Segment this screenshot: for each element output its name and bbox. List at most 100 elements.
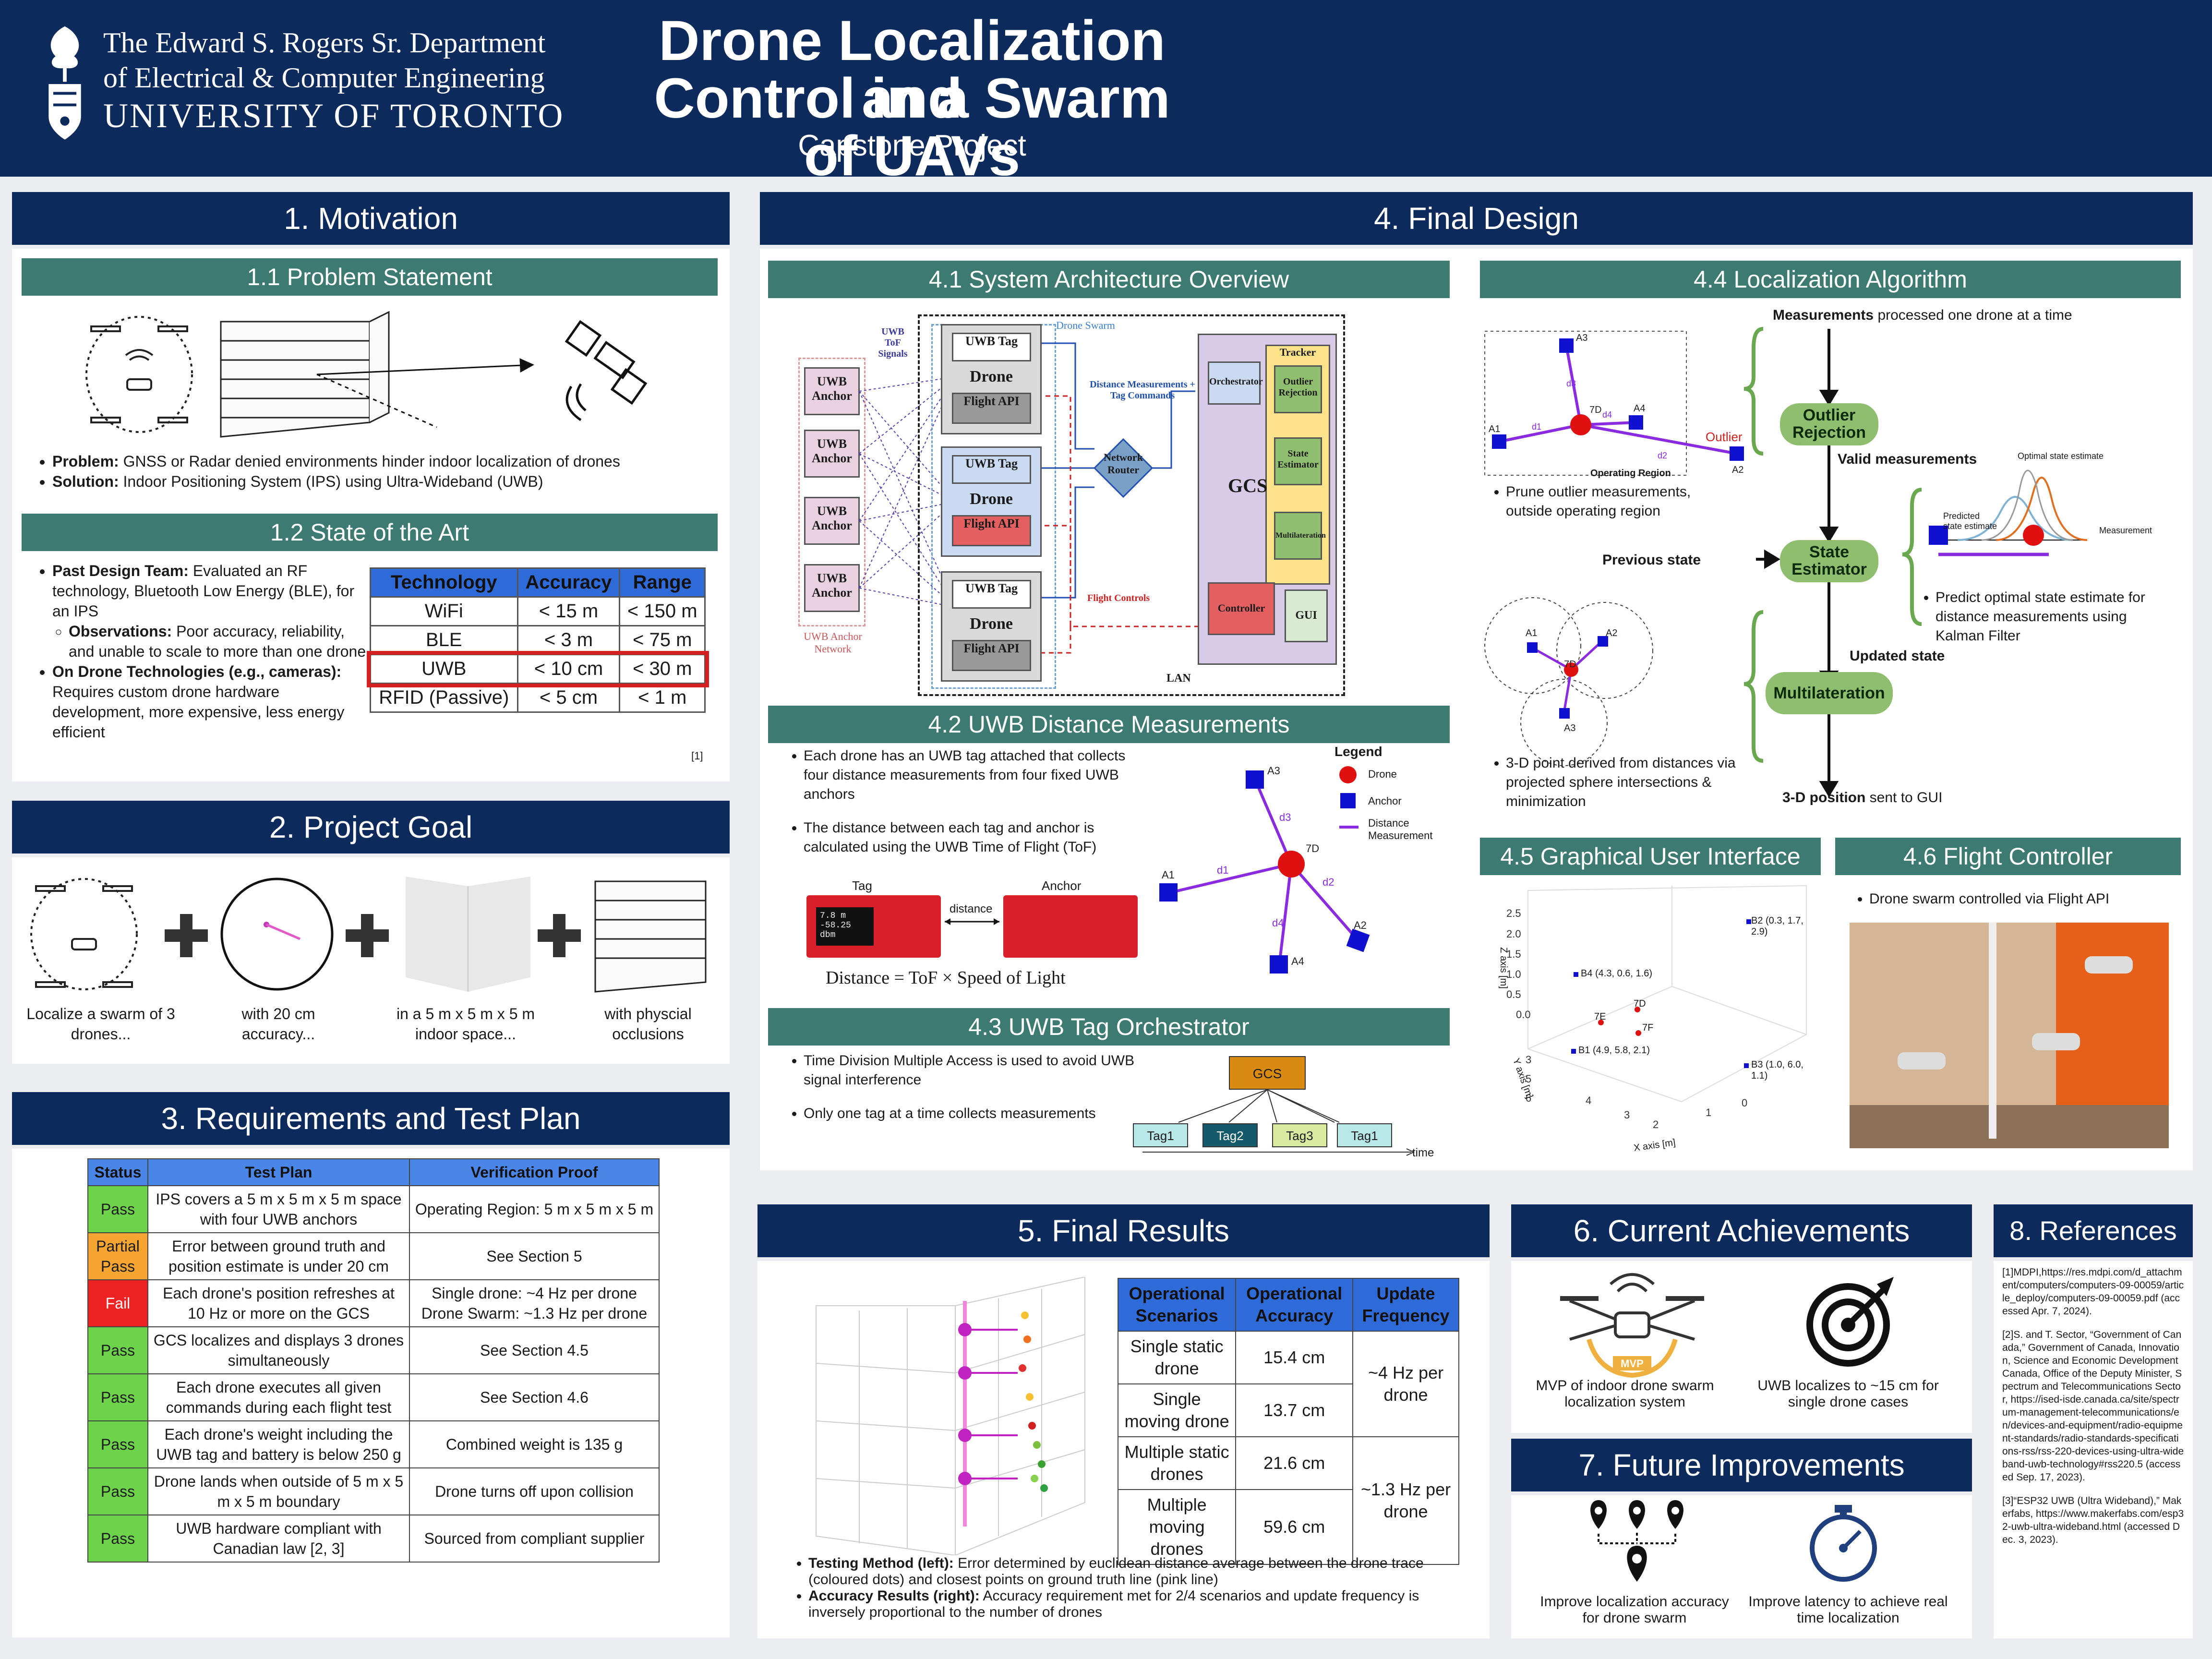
gui-box: GUI xyxy=(1285,589,1328,642)
state-estimator-node: State Estimator xyxy=(1780,540,1878,582)
problem-illustration xyxy=(82,307,658,442)
svg-text:d1: d1 xyxy=(1532,422,1541,432)
future-heading: 7. Future Improvements xyxy=(1511,1439,1972,1491)
mvp-drone-icon: MVP xyxy=(1560,1273,1704,1378)
orchestrator-heading: 4.3 UWB Tag Orchestrator xyxy=(768,1008,1450,1046)
state-of-art-bullets: Past Design Team: Evaluated an RF techno… xyxy=(36,561,367,742)
svg-text:A3: A3 xyxy=(1576,333,1587,343)
references-panel: [1]MDPI,https://res.mdpi.com/d_attachmen… xyxy=(1994,1261,2193,1638)
multilateration-spheres xyxy=(1484,597,1653,766)
svg-text:2.0: 2.0 xyxy=(1506,928,1521,940)
svg-text:d2: d2 xyxy=(1322,876,1334,888)
svg-text:A3: A3 xyxy=(1267,765,1280,777)
svg-text:A2: A2 xyxy=(1606,628,1617,638)
svg-text:0.5: 0.5 xyxy=(1506,988,1521,1000)
gui-point-label: 7E xyxy=(1594,1011,1606,1022)
svg-text:A4: A4 xyxy=(1634,403,1645,414)
goal-caption-4: with physcial occlusions xyxy=(604,1005,692,1043)
target-icon xyxy=(1806,1277,1894,1367)
distance-formula: Distance = ToF × Speed of Light xyxy=(826,968,1066,988)
uwb-signals-label: UWB ToF Signals xyxy=(878,326,908,359)
future-panel xyxy=(1511,1495,1972,1638)
drone-box: UWB Tag Drone Flight API xyxy=(941,571,1042,682)
kalman-plot xyxy=(1929,469,2088,556)
tag-board-image: 7.8 m -58.25 dbm xyxy=(806,895,941,958)
table-row-highlighted: UWB< 10 cm< 30 m xyxy=(366,650,709,687)
gui-point-label: B3 (1.0, 6.0, 1.1) xyxy=(1751,1059,1803,1081)
network-router[interactable]: Network Router xyxy=(1104,451,1143,476)
gui-heading: 4.5 Graphical User Interface xyxy=(1480,838,1821,875)
brick-wall-icon xyxy=(220,311,390,438)
svg-text:3: 3 xyxy=(1624,1109,1630,1121)
motivation-heading: 1. Motivation xyxy=(12,192,730,245)
drone-box: UWB Tag Drone Flight API xyxy=(941,324,1042,434)
svg-text:A2: A2 xyxy=(1732,465,1743,475)
tag-slot: Tag2 xyxy=(1202,1123,1258,1147)
state-of-art-heading: 1.2 State of the Art xyxy=(22,514,718,551)
results-bullets: Testing Method (left): Error determined … xyxy=(792,1555,1474,1621)
drone-icon xyxy=(2032,1033,2080,1050)
drone-swarm-icon xyxy=(30,878,138,990)
svg-text:d4: d4 xyxy=(1272,917,1284,929)
drone-icon xyxy=(1898,1052,1946,1070)
accuracy-circle-icon xyxy=(220,878,334,991)
plus-icon xyxy=(165,914,208,957)
svg-text:1.0: 1.0 xyxy=(1506,968,1521,980)
svg-text:1.5: 1.5 xyxy=(1506,948,1521,960)
svg-text:d2: d2 xyxy=(1658,451,1667,460)
tag-slot: Tag1 xyxy=(1337,1123,1392,1147)
gui-point-label: B1 (4.9, 5.8, 2.1) xyxy=(1578,1045,1650,1056)
drone-trace-points xyxy=(1019,1311,1048,1492)
lan-label: LAN xyxy=(1166,672,1191,685)
drone-box: UWB Tag Drone Flight API xyxy=(941,446,1042,557)
design-heading: 4. Final Design xyxy=(760,192,2193,245)
goal-heading: 2. Project Goal xyxy=(12,801,730,854)
problem-bullets: Problem: GNSS or Radar denied environmen… xyxy=(36,451,722,492)
controller-box: Controller xyxy=(1208,582,1275,635)
outlier-rejection-node: Outlier Rejection xyxy=(1780,403,1878,445)
uwb-bullets: Each drone has an UWB tag attached that … xyxy=(787,746,1152,857)
svg-text:5: 5 xyxy=(1526,1073,1531,1085)
svg-text:A1: A1 xyxy=(1526,628,1537,638)
drone-icon xyxy=(2085,956,2133,974)
dept-line1: The Edward S. Rogers Sr. Department xyxy=(103,27,546,59)
table-header: Accuracy xyxy=(517,567,621,598)
svg-text:3: 3 xyxy=(1526,1054,1531,1066)
anchor-box: UWB Anchor xyxy=(804,430,860,478)
drone-swarm-label: Drone Swarm xyxy=(1056,319,1115,331)
svg-text:d3: d3 xyxy=(1279,811,1291,823)
svg-text:7D: 7D xyxy=(1589,405,1602,415)
reference-3: [3]“ESP32 UWB (Ultra Wideband),” Makerfa… xyxy=(2002,1495,2184,1545)
svg-text:d4: d4 xyxy=(1602,410,1612,420)
gui-point-label: 7F xyxy=(1642,1022,1654,1033)
future-caption-1: Improve localization accuracy for drone … xyxy=(1540,1594,1729,1626)
localization-flow: Measurements processed one drone at a ti… xyxy=(1480,300,2181,818)
problem-bullet: Problem: GNSS or Radar denied environmen… xyxy=(52,451,722,471)
plus-icon xyxy=(538,914,581,957)
distance-measurements-label: Distance Measurements + Tag Commands xyxy=(1090,379,1195,401)
arch-heading: 4.1 System Architecture Overview xyxy=(768,261,1450,298)
poster-header: The Edward S. Rogers Sr. Department of E… xyxy=(0,0,2212,185)
svg-text:MVP: MVP xyxy=(1621,1358,1644,1370)
location-pins-icon xyxy=(1590,1500,1683,1582)
gcs-box: Orchestrator Tracker Outlier Rejection S… xyxy=(1198,334,1337,665)
poster-title-line2: Control in a Swarm of UAVs xyxy=(654,67,1170,188)
uwb-hardware-photos: Tag Anchor 7.8 m -58.25 dbm distance xyxy=(797,878,1142,974)
plus-icon xyxy=(346,914,389,957)
svg-text:A1: A1 xyxy=(1489,424,1500,434)
svg-text:7D: 7D xyxy=(1564,659,1576,670)
table-header: Technology xyxy=(370,567,518,598)
goal-caption-3: in a 5 m x 5 m x 5 m indoor space... xyxy=(396,1005,535,1043)
poster-title-line1: Drone Localization and xyxy=(659,9,1166,130)
poster-subtitle: Capstone Project xyxy=(798,129,1026,162)
tdma-diagram: GCS Tag1 Tag2 Tag3 Tag1 time xyxy=(1133,1051,1450,1166)
